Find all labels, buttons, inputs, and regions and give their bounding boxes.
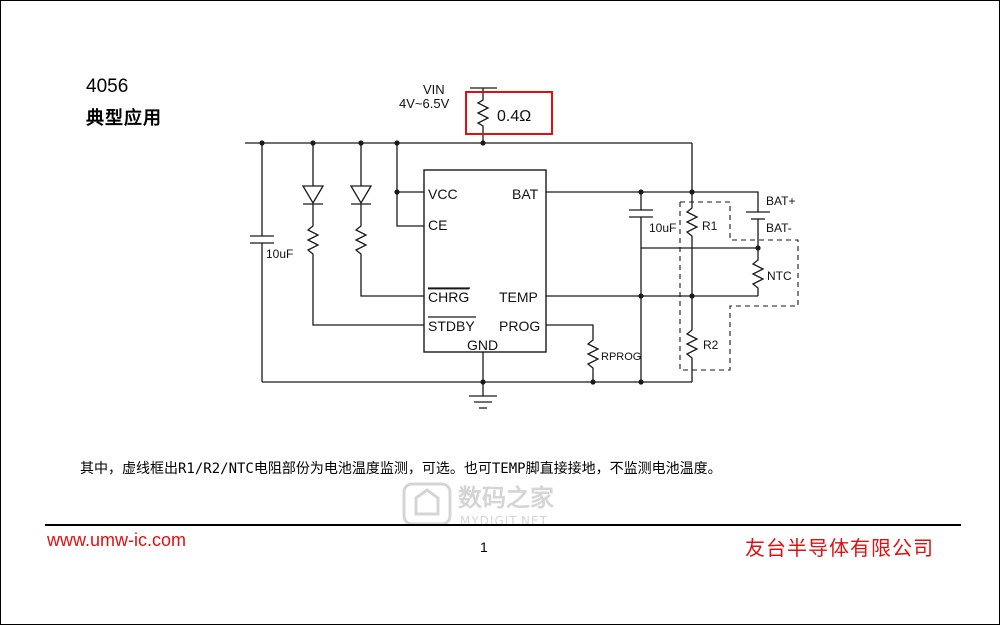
pin-prog: PROG: [499, 318, 540, 334]
optional-temp-monitor-region: [679, 201, 799, 371]
footer-divider: [45, 524, 961, 526]
r1-r2-divider: [685, 192, 699, 382]
ntc-label: NTC: [767, 269, 792, 283]
rprog-label: RPROG: [601, 351, 641, 363]
r1-label: R1: [702, 219, 718, 233]
bat-minus-label: BAT-: [766, 221, 792, 235]
pin-temp: TEMP: [499, 289, 538, 305]
pin-chrg: CHRG: [428, 289, 469, 305]
vin-range-label: 4V~6.5V: [399, 96, 450, 111]
sense-resistor: [476, 97, 490, 143]
pin-ce: CE: [428, 217, 447, 233]
bat-plus-wire: [692, 191, 759, 212]
cap-right-label: 10uF: [649, 221, 676, 235]
vcc-ce-wire: [396, 143, 428, 227]
company-name: 友台半导体有限公司: [745, 538, 934, 560]
led2-resistor: [354, 204, 428, 297]
pin-gnd: GND: [467, 337, 498, 353]
bat-plus-label: BAT+: [766, 194, 795, 208]
website-link[interactable]: www.umw-ic.com: [47, 530, 187, 550]
page-title: 4056: [86, 76, 129, 97]
sense-resistor-value: 0.4Ω: [497, 108, 531, 125]
sense-resistor-highlight: [465, 91, 553, 135]
pin-bat: BAT: [512, 186, 539, 202]
watermark-brand-cn: 数码之家: [458, 484, 554, 512]
cap-left-label: 10uF: [266, 247, 293, 261]
led1-resistor: [306, 204, 428, 326]
vin-label: VIN: [423, 82, 445, 97]
chip-body: [423, 169, 547, 353]
led2-diode: [349, 185, 373, 205]
page-number: 1: [480, 539, 488, 555]
note-text: 其中，虚线框出R1/R2/NTC电阻部份为电池温度监测，可选。也可TEMP脚直接…: [80, 461, 722, 477]
led1-diode: [301, 185, 325, 205]
r2-label: R2: [703, 338, 719, 352]
ntc-thermistor: [751, 248, 765, 296]
pin-vcc: VCC: [428, 186, 458, 202]
rprog-resistor: [546, 324, 600, 382]
pin-stdby: STDBY: [428, 318, 475, 334]
page-subtitle: 典型应用: [86, 108, 162, 129]
